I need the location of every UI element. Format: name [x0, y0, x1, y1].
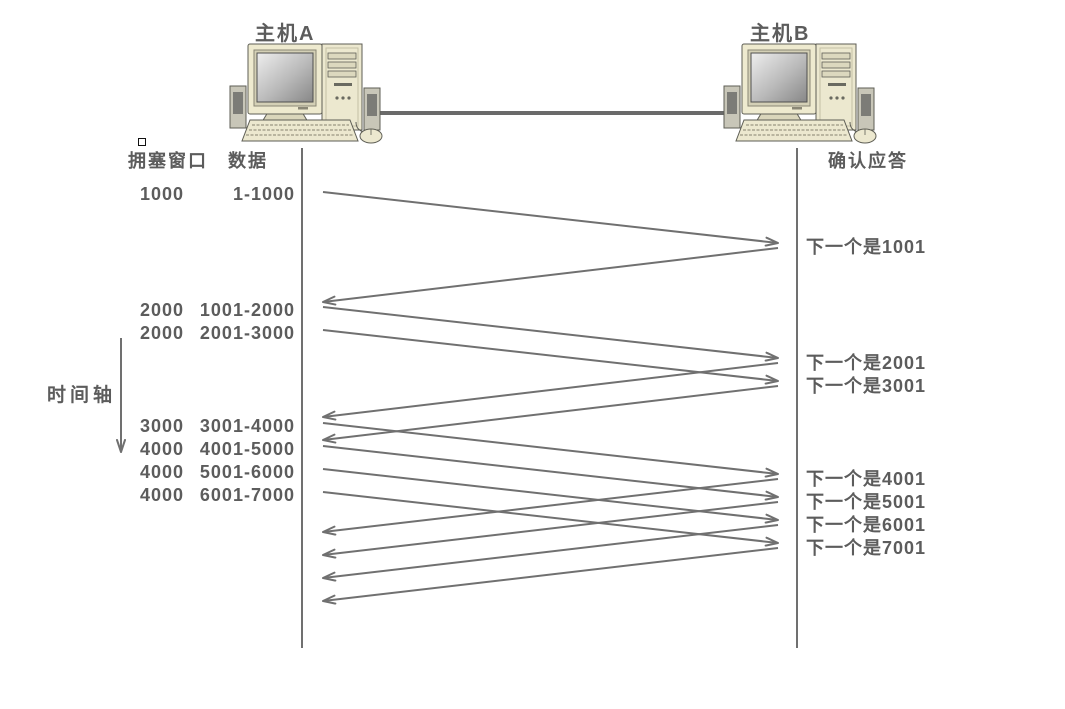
ack-arrow-3	[322, 385, 779, 444]
ack-arrow-1	[322, 247, 779, 306]
ack-label: 下一个是3001	[806, 375, 926, 396]
host-a-computer-icon	[229, 43, 383, 144]
ack-arrow-7	[322, 547, 779, 605]
host-a-label: 主机A	[255, 21, 315, 45]
ack-arrow-4	[322, 478, 779, 536]
data-range: 3001-4000	[200, 416, 295, 436]
data-segment-arrow-2	[322, 306, 779, 362]
window-value: 2000	[140, 300, 184, 320]
ack-label: 下一个是5001	[806, 491, 926, 512]
ack-arrow-6	[322, 524, 779, 582]
ack-label: 下一个是1001	[806, 236, 926, 257]
data-header: 数据	[228, 150, 268, 171]
window-value: 4000	[140, 439, 184, 459]
host-b-label: 主机B	[750, 21, 810, 45]
data-segment-arrow-6	[322, 468, 779, 524]
ack-label: 下一个是2001	[806, 352, 926, 373]
data-range: 6001-7000	[200, 485, 295, 505]
data-segment-arrow-4	[322, 422, 779, 478]
window-value: 3000	[140, 416, 184, 436]
data-range: 4001-5000	[200, 439, 295, 459]
data-segment-arrow-3	[322, 329, 779, 385]
host-b-computer-icon	[723, 43, 877, 144]
ack-arrow-5	[322, 501, 779, 559]
data-segment-arrow-7	[322, 491, 779, 547]
data-range: 1-1000	[233, 184, 295, 204]
data-range: 2001-3000	[200, 323, 295, 343]
ack-label: 下一个是4001	[806, 468, 926, 489]
ack-header: 确认应答	[828, 150, 908, 171]
window-value: 4000	[140, 485, 184, 505]
ack-label: 下一个是7001	[806, 537, 926, 558]
window-value: 2000	[140, 323, 184, 343]
ack-arrow-2	[322, 362, 779, 421]
data-range: 5001-6000	[200, 462, 295, 482]
congestion-window-header: 拥塞窗口	[128, 150, 208, 171]
small-square-marker	[138, 138, 146, 146]
window-value: 4000	[140, 462, 184, 482]
ack-label: 下一个是6001	[806, 514, 926, 535]
data-segment-arrow-1	[322, 191, 779, 247]
window-value: 1000	[140, 184, 184, 204]
time-axis-label: 时间轴	[47, 383, 116, 406]
data-range: 1001-2000	[200, 300, 295, 320]
data-segment-arrow-5	[322, 445, 779, 501]
